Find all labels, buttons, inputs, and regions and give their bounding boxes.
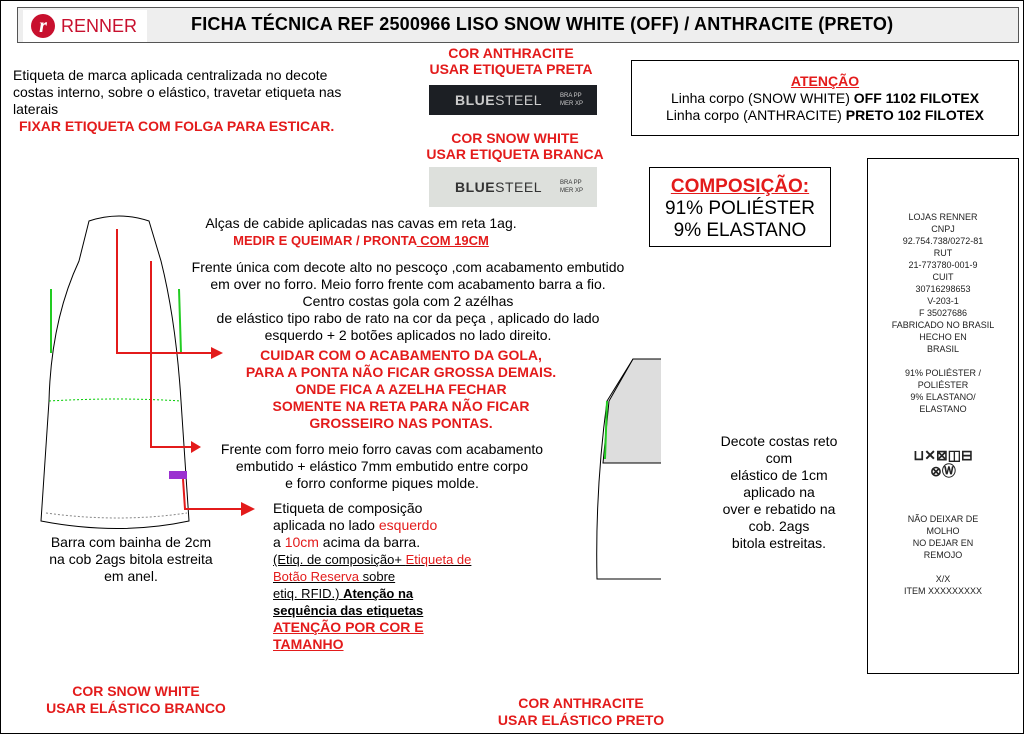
hanger-note: Alças de cabide aplicadas nas cavas em r… <box>205 215 517 248</box>
collar-warning: CUIDAR COM O ACABAMENTO DA GOLA,PARA A P… <box>245 347 557 431</box>
lining-note: Frente com forro meio forro cavas com ac… <box>220 441 544 491</box>
attention-box: ATENÇÃO Linha corpo (SNOW WHITE) OFF 110… <box>631 60 1019 136</box>
garment-drawings <box>40 215 661 580</box>
back-garment-drawing <box>596 358 661 580</box>
brand-label-note: Etiqueta de marca aplicada centralizada … <box>13 67 342 134</box>
care-symbols-icon: ⊔✕⊠◫⊟⊗Ⓦ <box>913 447 973 479</box>
front-note: Frente única com decote alto no pescoço … <box>191 259 625 343</box>
header-bar <box>17 7 1019 43</box>
composition-label-note: Etiqueta de composição aplicada no lado … <box>273 500 472 652</box>
front-garment-drawing <box>40 215 190 529</box>
callout-arrows <box>116 229 241 510</box>
page-title: FICHA TÉCNICA REF 2500966 LISO SNOW WHIT… <box>191 14 894 34</box>
